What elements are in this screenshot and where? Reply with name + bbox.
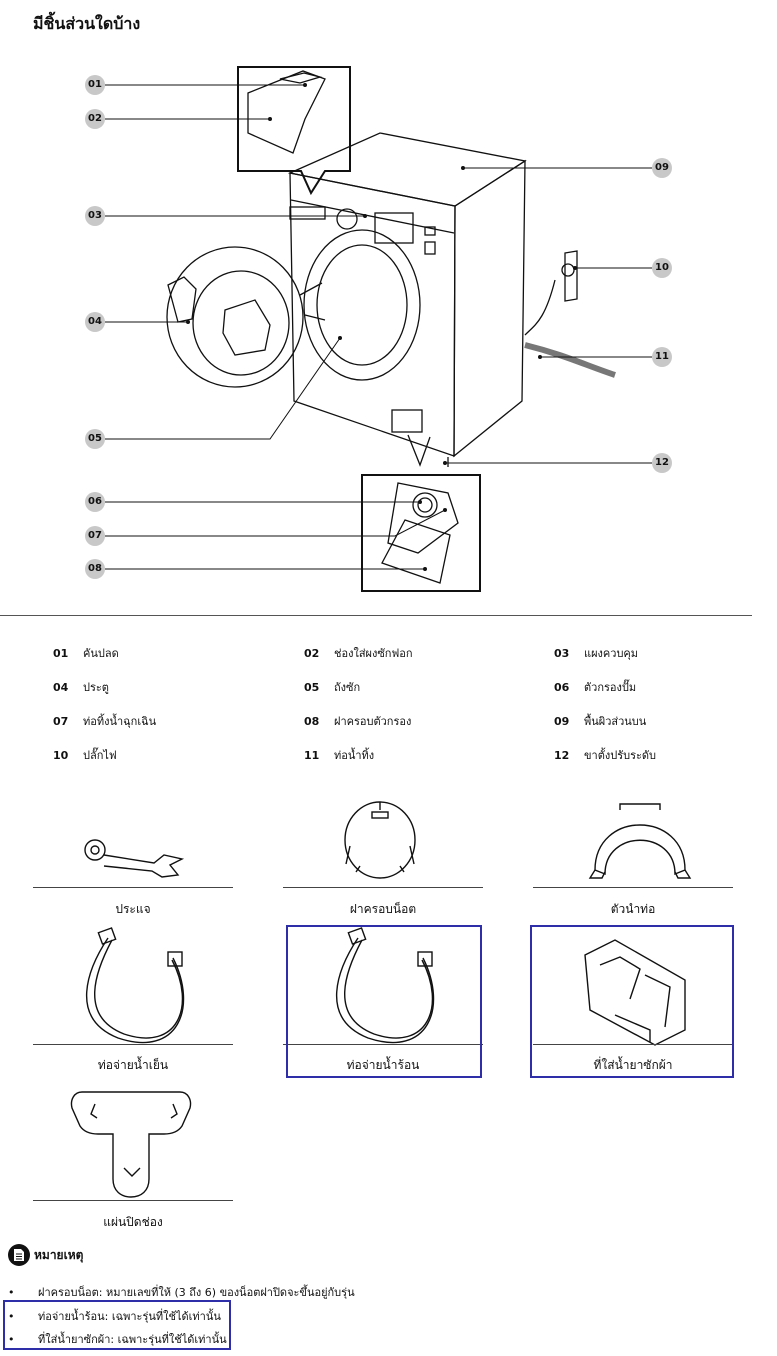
wrench-icon [84,839,185,878]
hose-guide-icon [588,803,692,879]
accessory-label: ที่ใส่น้ำยาซักผ้า [593,1058,673,1072]
detergent-drawer-icon [584,939,686,1046]
hot-hose-icon [336,927,435,1044]
note-item: •ท่อจ่ายน้ำร้อน: เฉพาะรุ่นที่ใช้ได้เท่าน… [8,1310,221,1323]
note-item: •ที่ใส่น้ำยาซักผ้า: เฉพาะรุ่นที่ใช้ได้เท… [8,1333,227,1346]
accessory-divider [33,1044,233,1045]
callout-01: 01 [85,75,105,95]
accessory-divider [33,1200,233,1201]
page-title: มีชิ้นส่วนใดบ้าง [33,14,141,33]
callout-06: 06 [85,492,105,512]
callout-03: 03 [85,206,105,226]
washer-diagram [105,66,652,592]
note-heading: หมายเหตุ [8,1244,83,1266]
callout-02: 02 [85,109,105,129]
callout-05: 05 [85,429,105,449]
callout-12: 12 [652,453,672,473]
accessory-label: ท่อจ่ายน้ำเย็น [97,1058,169,1072]
callout-08: 08 [85,559,105,579]
callout-10: 10 [652,258,672,278]
accessory-divider [33,887,233,888]
accessory-divider [533,1044,733,1045]
callout-04: 04 [85,312,105,332]
callout-07: 07 [85,526,105,546]
accessory-label: ตัวนำท่อ [610,902,656,916]
callout-09: 09 [652,158,672,178]
accessory-divider [283,1044,483,1045]
highlight-notes [3,1300,231,1350]
accessory-label: ฝาครอบน็อต [349,902,417,916]
accessory-label: แผ่นปิดช่อง [103,1215,163,1229]
accessory-icons [70,801,692,1198]
bolt-cap-icon [344,801,416,879]
accessory-divider [283,887,483,888]
highlight-detergent-drawer [530,925,734,1078]
accessory-divider [533,887,733,888]
accessory-label: ประแจ [115,902,151,916]
callout-11: 11 [652,347,672,367]
cold-hose-icon [86,927,185,1044]
section-divider [0,615,752,616]
accessory-label: ท่อจ่ายน้ำร้อน [346,1058,420,1072]
hole-cover-icon [70,1091,192,1198]
note-item: •ฝาครอบน็อต: หมายเลขที่ให้ (3 ถึง 6) ของ… [8,1286,355,1299]
note-icon [8,1244,30,1266]
highlight-hot-hose [286,925,482,1078]
